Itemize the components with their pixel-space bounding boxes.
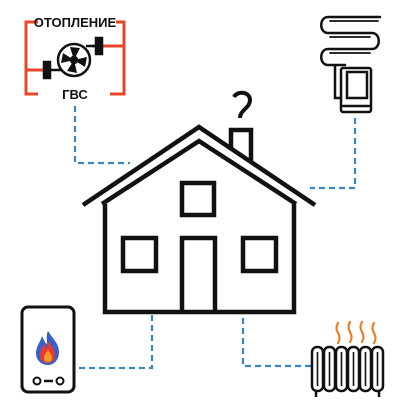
house-roof-inner [100, 138, 298, 206]
radiator-fins [316, 352, 379, 386]
towel-rail-inner [329, 20, 379, 54]
hot-pipe [24, 20, 126, 72]
radiator-heat-waves [335, 320, 377, 345]
connector-pump-to-house [73, 106, 130, 165]
towel-rail-coil [320, 15, 382, 67]
towel-rail-heater [339, 66, 373, 114]
boiler-flame-core [44, 350, 52, 362]
radiator-feet [314, 391, 381, 397]
circulation-pump-icon [42, 36, 104, 80]
gas-boiler-icon [20, 305, 76, 394]
house-right-window [240, 235, 279, 274]
house-walls [102, 204, 297, 315]
heat-wave [371, 321, 377, 345]
pump-impeller [61, 47, 87, 73]
house-upper-window [179, 180, 217, 218]
house-chimney [228, 127, 254, 162]
radiator-icon [310, 320, 385, 397]
connector-towel-to-house [310, 118, 357, 190]
connector-boiler-to-house [78, 315, 154, 370]
hot-water-label: ГВС [62, 87, 88, 102]
boiler-left-dial [32, 376, 42, 386]
return-pipe [24, 46, 126, 96]
heat-wave [335, 321, 341, 345]
connector-lines [73, 106, 357, 370]
heat-wave [359, 320, 365, 344]
heating-label: ОТОПЛЕНИЕ [34, 15, 117, 30]
heated-towel-rail-icon [320, 15, 382, 114]
radiator-body [310, 345, 385, 393]
house-roof-outer [81, 124, 317, 207]
pump-right-flange [94, 36, 104, 56]
chimney-smoke [232, 90, 253, 119]
boiler-right-dial [55, 376, 65, 386]
towel-rail-heater-panel [345, 70, 369, 100]
pump-left-flange [42, 60, 52, 80]
heating-module: ОТОПЛЕНИЕ ГВС [24, 15, 126, 102]
house-icon [81, 90, 317, 315]
house-door [179, 235, 218, 312]
heat-wave [347, 320, 353, 344]
connector-radiator-to-house [241, 318, 311, 368]
house-left-window [120, 235, 159, 274]
